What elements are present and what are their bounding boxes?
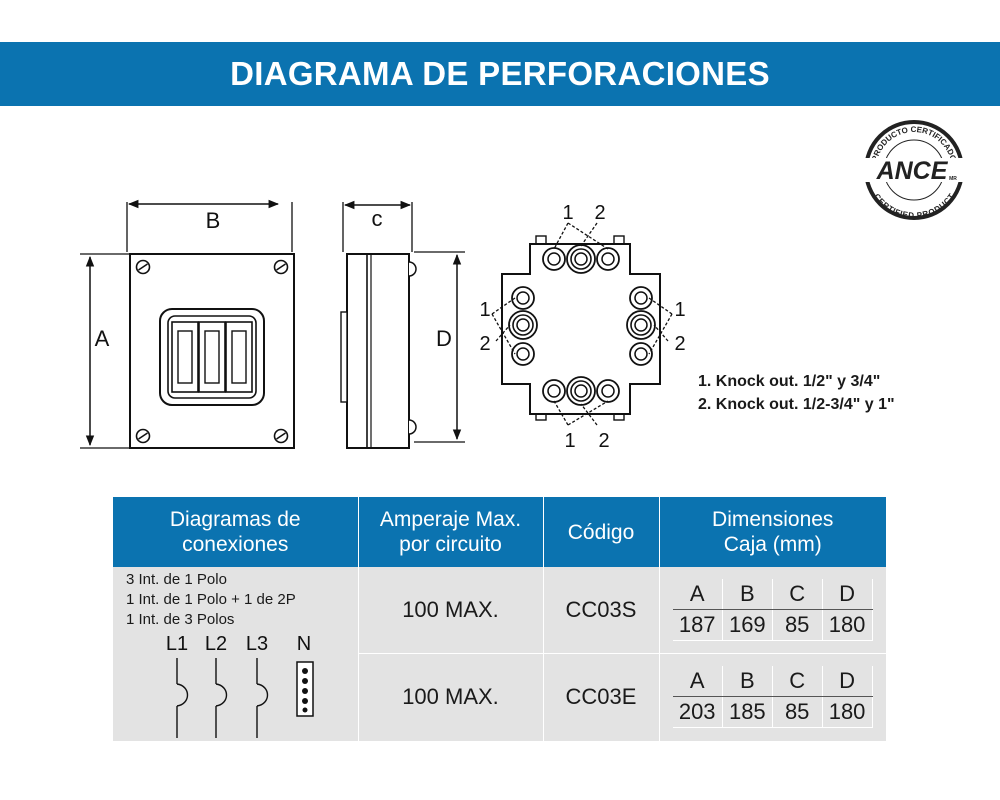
title-banner: DIAGRAMA DE PERFORACIONES [0,42,1000,106]
legend-item-2: 2. Knock out. 1/2-3/4" y 1" [698,396,895,413]
dim-header-d: D [821,666,873,697]
front-view: B A [80,199,295,449]
code-cell: CC03E [543,653,660,742]
knockout-label-2-bottom: 2 [598,430,609,452]
table-row: 100 MAX. CC03E A B C D 203 185 85 180 [113,653,887,742]
knockout-legend: 1. Knock out. 1/2" y 3/4" 2. Knock out. … [698,370,895,416]
enclosure-drawing: B A c D [80,199,686,452]
header-code: Código [543,497,660,567]
dim-value-c: 85 [771,609,823,641]
dim-header-a: A [672,578,723,610]
dimension-a-label: A [95,326,110,351]
connection-diagram-cell: 3 Int. de 1 Polo 1 Int. de 1 Polo + 1 de… [113,567,359,742]
header-dimensions: Dimensiones Caja (mm) [659,497,886,567]
dim-header-b: B [721,666,773,697]
dimension-b-label: B [206,208,221,233]
dim-header-c: C [771,666,823,697]
dim-header-d: D [821,578,873,610]
amperage-cell: 100 MAX. [358,567,544,654]
legend-item-1: 1. Knock out. 1/2" y 3/4" [698,373,881,390]
dim-header-a: A [672,666,723,697]
knockout-label-1-right: 1 [674,299,685,321]
connection-option-1: 3 Int. de 1 Polo [126,571,227,588]
header-connections: Diagramas de conexiones [113,497,359,567]
dim-value-d: 180 [821,696,873,728]
connection-option-2: 1 Int. de 1 Polo + 1 de 2P [126,591,296,608]
dim-value-b: 169 [721,609,773,641]
knockout-label-2-right: 2 [674,333,685,355]
seal-brand: ANCE [876,157,949,185]
amperage-cell: 100 MAX. [358,653,544,742]
wire-label-l3: L3 [246,633,268,655]
wire-label-n: N [297,633,311,655]
dimensions-table: A B C D 187 169 85 180 [672,578,873,641]
dim-header-c: C [771,578,823,610]
table-header-row: Diagramas de conexiones Amperaje Max. po… [113,497,886,567]
wire-label-l2: L2 [205,633,227,655]
ance-seal: PRODUCTO CERTIFICADO CERTIFIED PRODUCT A… [864,120,964,220]
page-title: DIAGRAMA DE PERFORACIONES [230,55,770,92]
knockout-label-2-top: 2 [594,202,605,224]
dim-value-a: 187 [672,609,723,641]
dim-header-b: B [721,578,773,610]
connection-option-3: 1 Int. de 3 Polos [126,611,235,628]
seal-mark: MR [949,176,957,182]
dim-value-a: 203 [672,696,723,728]
dim-value-b: 185 [721,696,773,728]
knockout-label-1-left: 1 [479,299,490,321]
side-view: c D [340,200,465,449]
knockout-label-1-bottom: 1 [564,430,575,452]
code-cell: CC03S [543,567,660,654]
dimension-d-label: D [436,326,452,351]
table-row: 3 Int. de 1 Polo 1 Int. de 1 Polo + 1 de… [113,567,887,742]
knockout-label-2-left: 2 [479,333,490,355]
dimensions-table: A B C D 203 185 85 180 [672,666,873,728]
dimensions-cell: A B C D 187 169 85 180 [659,567,887,654]
knockout-view: 1 2 1 2 1 2 1 2 [479,202,685,452]
knockout-label-1-top: 1 [562,202,573,224]
wiring-diagram: L1 L2 L3 N [166,633,314,738]
spec-table: Diagramas de conexiones Amperaje Max. po… [113,497,887,742]
header-amperage: Amperaje Max. por circuito [358,497,544,567]
dimensions-cell: A B C D 203 185 85 180 [659,653,887,742]
dim-value-d: 180 [821,609,873,641]
dimension-c-label: c [372,206,383,231]
wire-label-l1: L1 [166,633,188,655]
dim-value-c: 85 [771,696,823,728]
